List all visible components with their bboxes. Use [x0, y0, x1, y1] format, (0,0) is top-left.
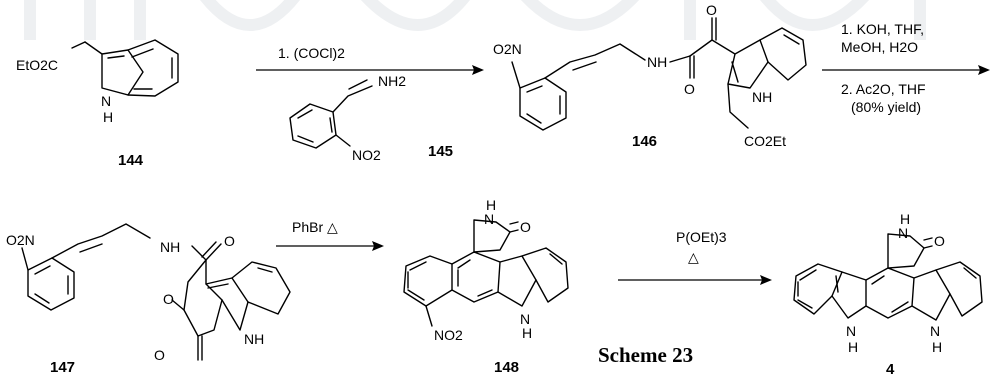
nh-label: N	[101, 93, 111, 109]
indole-h-label: H	[522, 325, 532, 341]
no2-label: O2N	[493, 41, 522, 57]
lactam-nh-label: N	[898, 225, 908, 241]
lactam-nh-label: N	[484, 211, 494, 227]
compound-number: 148	[494, 359, 519, 376]
compound-148: N H O NO2 N H 148	[403, 197, 569, 376]
indole-nh-label: N	[520, 311, 530, 327]
step-1-condition: 1. (COCl)2	[278, 45, 345, 61]
reaction-arrow-2: 1. KOH, THF, MeOH, H2O 2. Ac2O, THF (80%…	[822, 21, 990, 115]
watermark	[24, 0, 926, 40]
oxo-label-2: O	[684, 81, 695, 97]
no2-label: O2N	[6, 232, 35, 248]
compound-4: N H O N H N H 4	[793, 211, 983, 378]
indole-h-label-2: H	[932, 339, 942, 355]
no2-label: NO2	[434, 327, 463, 343]
step-4-condition: △	[688, 249, 699, 265]
oxo-label: O	[520, 219, 531, 235]
indole-nh-label: NH	[752, 89, 772, 105]
step-4-condition: P(OEt)3	[676, 229, 727, 245]
compound-number: 4	[886, 361, 895, 378]
reaction-arrow-4: P(OEt)3 △	[618, 229, 772, 285]
compound-number: 147	[50, 359, 75, 376]
lactone-o-label: O	[154, 347, 165, 363]
oxo-label-1: O	[706, 2, 717, 18]
reaction-arrow-1: 1. (COCl)2	[256, 45, 484, 75]
step-2-condition: (80% yield)	[851, 99, 921, 115]
lactam-h-label: H	[900, 211, 910, 227]
compound-number: 146	[632, 133, 657, 150]
nh2-label: NH2	[378, 73, 406, 89]
oxo-label: O	[224, 233, 235, 249]
lactam-h-label: H	[486, 197, 496, 213]
step-3-condition: PhBr △	[292, 219, 338, 235]
amide-nh-label: NH	[647, 54, 667, 70]
indole-h-label-1: H	[848, 339, 858, 355]
oxo-label: O	[934, 233, 945, 249]
no2-label: NO2	[352, 147, 381, 163]
ester-label: EtO2C	[16, 57, 58, 73]
amide-nh-label: NH	[160, 239, 180, 255]
reaction-arrow-3: PhBr △	[276, 219, 384, 251]
compound-number: 145	[428, 143, 453, 160]
step-2-condition: MeOH, H2O	[841, 39, 918, 55]
compound-145: NH2 NO2 145	[289, 73, 453, 163]
indole-nh-label-2: N	[930, 323, 940, 339]
indole-nh-label-1: N	[846, 323, 856, 339]
ring-o-label: O	[163, 291, 174, 307]
compound-number: 144	[118, 152, 144, 169]
step-2-condition: 2. Ac2O, THF	[841, 81, 926, 97]
ester-label: CO2Et	[744, 133, 786, 149]
compound-144: EtO2C N H 144	[16, 39, 179, 169]
step-2-condition: 1. KOH, THF,	[841, 21, 924, 37]
h-label: H	[103, 109, 113, 125]
scheme-title: Scheme 23	[598, 343, 693, 367]
compound-147: O2N NH O O O NH 147	[6, 223, 291, 376]
indole-nh-label: NH	[244, 331, 264, 347]
compound-146: O2N NH O O NH CO2Et 146	[493, 2, 807, 150]
